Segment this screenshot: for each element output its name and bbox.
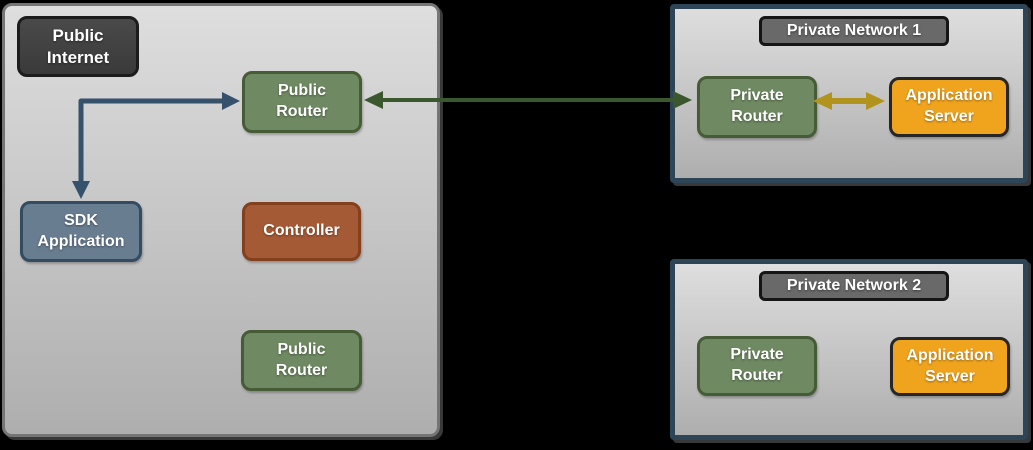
public-internet-label: Public Internet xyxy=(17,16,139,77)
node-private-router-1: Private Router xyxy=(697,76,817,138)
private-network-1-zone: Private Network 1 Private Router Applica… xyxy=(670,4,1028,183)
private-network-2-zone: Private Network 2 Private Router Applica… xyxy=(670,259,1028,440)
node-application-server-2: Application Server xyxy=(890,337,1010,396)
node-public-router-top: Public Router xyxy=(242,71,362,133)
private-network-2-title: Private Network 2 xyxy=(759,271,949,301)
node-sdk-application: SDK Application xyxy=(20,201,142,262)
node-controller: Controller xyxy=(242,202,361,261)
node-private-router-2: Private Router xyxy=(697,336,817,396)
node-application-server-1: Application Server xyxy=(889,77,1009,137)
node-public-router-bottom: Public Router xyxy=(241,330,362,391)
private-network-1-title: Private Network 1 xyxy=(759,16,949,46)
